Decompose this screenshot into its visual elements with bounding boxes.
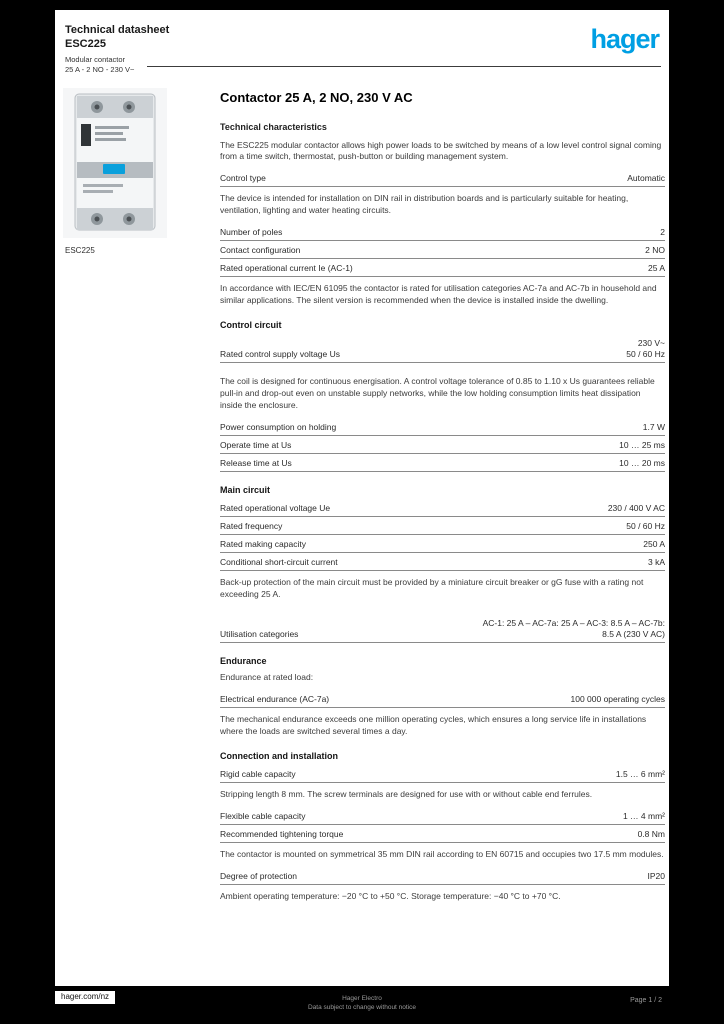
spec-value: AC-1: 25 A – AC-7a: 25 A – AC-3: 8.5 A –… [482, 618, 665, 640]
section-heading: Control circuit [220, 320, 282, 331]
page-subtitle: Technical characteristics [220, 121, 327, 132]
footer-page-number: Page 1 / 2 [630, 997, 662, 1004]
spec-row: Degree of protection IP20 [220, 867, 665, 885]
spec-value: 2 [660, 227, 665, 238]
spec-label: Rated frequency [220, 521, 283, 532]
spec-label: Number of poles [220, 227, 283, 238]
spec-row: Contact configuration 2 NO [220, 241, 665, 260]
spec-value-line2: 50 / 60 Hz [626, 349, 665, 360]
spec-value: Automatic [627, 173, 665, 184]
spec-value: 10 … 25 ms [619, 439, 665, 450]
content-column: Contactor 25 A, 2 NO, 230 V AC Technical… [220, 90, 665, 916]
spec-row: Flexible cable capacity 1 … 4 mm² [220, 807, 665, 825]
spec-label: Control type [220, 173, 266, 184]
spec-value: 25 A [647, 263, 665, 274]
spec-label: Rigid cable capacity [220, 768, 296, 779]
spec-label: Release time at Us [220, 457, 292, 468]
spec-label: Degree of protection [220, 870, 298, 881]
spec-section: The coil is designed for continuous ener… [220, 376, 665, 473]
spec-label: Rated operational voltage Ue [220, 503, 331, 514]
spec-value: 250 A [643, 539, 665, 550]
footer-note: Hager Electro Data subject to change wit… [308, 994, 416, 1012]
spec-row: Operate time at Us 10 … 25 ms [220, 436, 665, 454]
header-block: Technical datasheet ESC225 Modular conta… [65, 24, 265, 75]
header-subtitle-line2: 25 A - 2 NO - 230 V~ [65, 64, 135, 74]
footer-website[interactable]: hager.com/nz [55, 991, 116, 1004]
spec-label: Rated operational current Ie (AC-1) [220, 263, 353, 274]
spec-label: Rated making capacity [220, 539, 306, 550]
spec-row: Power consumption on holding 1.7 W [220, 418, 665, 436]
header-divider [147, 66, 661, 67]
header-title-line2: ESC225 [65, 37, 106, 50]
header-title-line1: Technical datasheet [65, 24, 170, 36]
page-title: Contactor 25 A, 2 NO, 230 V AC [220, 90, 413, 105]
datasheet-page: Technical datasheet ESC225 Modular conta… [55, 10, 669, 986]
section-heading: Endurance [220, 656, 267, 667]
spec-section: Utilisation categories AC-1: 25 A – AC-7a… [220, 614, 665, 644]
spec-value: 100 000 operating cycles [570, 693, 665, 704]
product-image [63, 88, 167, 238]
spec-label: Electrical endurance (AC-7a) [220, 693, 330, 704]
paragraph: The ESC225 modular contactor allows high… [220, 139, 662, 162]
spec-row: Number of poles 2 [220, 223, 665, 242]
paragraph: The mechanical endurance exceeds one mil… [220, 714, 647, 736]
paragraph: Endurance at rated load: [220, 672, 314, 683]
paragraph: In accordance with IEC/EN 61095 the cont… [220, 283, 657, 306]
section-heading: Connection and installation [220, 750, 339, 761]
spec-row: Rated control supply voltage Us 230 V~50 … [220, 334, 665, 364]
spec-row: Rated operational voltage Ue 230 / 400 V … [220, 499, 665, 518]
paragraph: The coil is designed for continuous ener… [220, 376, 655, 410]
spec-row: Electrical endurance (AC-7a) 100 000 oper… [220, 690, 665, 709]
spec-value: 230 / 400 V AC [607, 503, 665, 514]
product-reference: ESC225 [65, 246, 95, 255]
spec-label: Contact configuration [220, 245, 301, 256]
paragraph: Stripping length 8 mm. The screw termina… [220, 788, 593, 799]
spec-row: Release time at Us 10 … 20 ms [220, 454, 665, 473]
spec-row: Utilisation categories AC-1: 25 A – AC-7a… [220, 614, 665, 644]
spec-value: 1.7 W [642, 421, 665, 432]
spec-row: Rigid cable capacity 1.5 … 6 mm² [220, 765, 665, 783]
paragraph: Ambient operating temperature: −20 °C to… [220, 890, 561, 901]
hager-logo: hager [590, 24, 660, 54]
spec-label: Rated control supply voltage Us [220, 349, 341, 360]
spec-row: Rated operational current Ie (AC-1) 25 A [220, 259, 665, 278]
spec-label: Power consumption on holding [220, 421, 337, 432]
spec-row: Rated frequency 50 / 60 Hz [220, 517, 665, 536]
footer-note-line2: Data subject to change without notice [307, 1004, 417, 1012]
spec-value: 0.8 Nm [637, 828, 665, 839]
spec-value: 1.5 … 6 mm² [615, 768, 665, 779]
spec-value: 230 V~50 / 60 Hz [626, 338, 665, 360]
footer-note-line1: Hager Electro [342, 995, 382, 1002]
spec-row: Recommended tightening torque 0.8 Nm [220, 825, 665, 843]
spec-value: 2 NO [645, 245, 665, 256]
spec-value: IP20 [647, 870, 666, 881]
paragraph: The device is intended for installation … [220, 193, 629, 216]
header-subtitle-line1: Modular contactor [65, 54, 126, 64]
spec-section: The ESC225 modular contactor allows high… [220, 140, 665, 308]
spec-row: Rated making capacity 250 A [220, 535, 665, 554]
spec-label: Recommended tightening torque [220, 828, 344, 839]
spec-row: Conditional short-circuit current 3 kA [220, 553, 665, 572]
spec-value: 50 / 60 Hz [626, 521, 665, 532]
spec-label: Flexible cable capacity [220, 810, 306, 821]
spec-value: 3 kA [647, 557, 665, 568]
spec-sections: The ESC225 modular contactor allows high… [220, 140, 665, 903]
spec-value: 1 … 4 mm² [622, 810, 665, 821]
paragraph: The contactor is mounted on symmetrical … [220, 848, 664, 859]
spec-label: Conditional short-circuit current [220, 557, 338, 568]
spec-label: Operate time at Us [220, 439, 292, 450]
paragraph: Back-up protection of the main circuit m… [220, 577, 644, 600]
spec-row: Control type Automatic [220, 169, 665, 188]
contactor-illustration [63, 88, 167, 238]
section-heading: Main circuit [220, 485, 271, 496]
spec-value: 10 … 20 ms [619, 457, 665, 468]
spec-label: Utilisation categories [220, 629, 299, 640]
